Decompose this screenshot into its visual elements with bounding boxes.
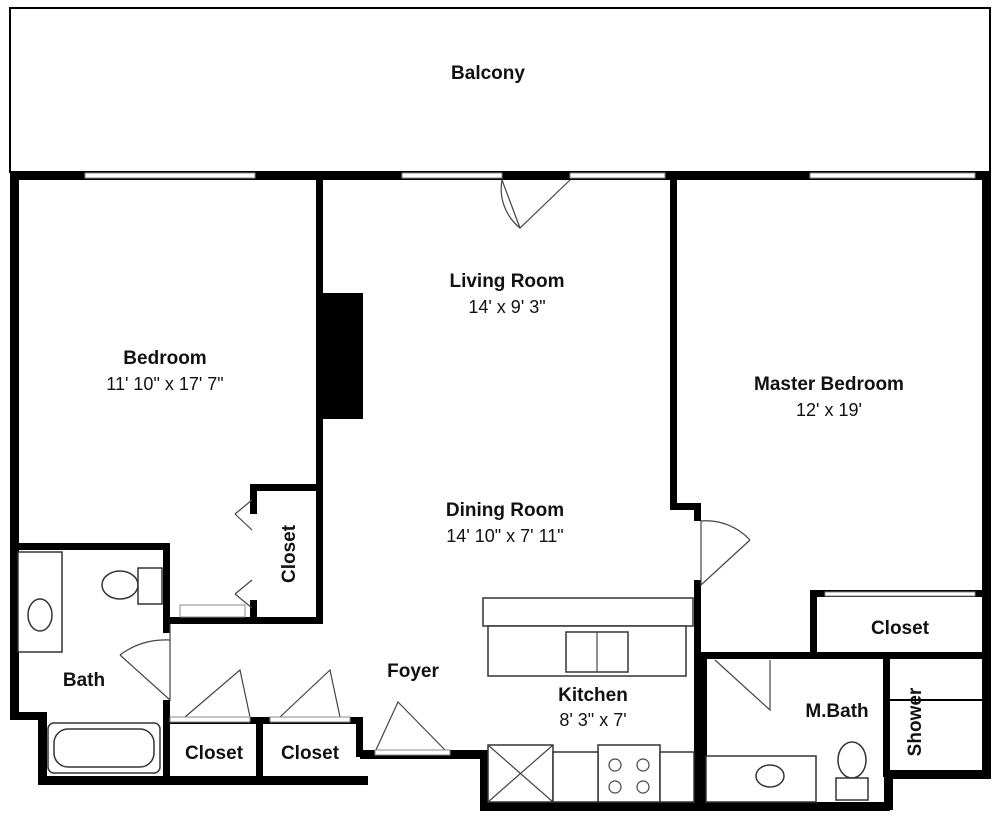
stove	[597, 744, 661, 803]
balcony-label: Balcony	[451, 63, 525, 84]
hall-closet-1-label: Closet	[185, 743, 244, 764]
mbath-sink-icon	[755, 764, 785, 788]
bedroom-label: Bedroom	[123, 348, 206, 369]
dining-room-label: Dining Room	[446, 500, 564, 521]
living-room-label: Living Room	[449, 271, 564, 292]
bedroom-closet-label: Closet	[279, 524, 300, 583]
interior-walls	[10, 178, 990, 808]
hall-closet-2-label: Closet	[281, 743, 340, 764]
foyer-label: Foyer	[387, 661, 439, 682]
windows	[84, 172, 976, 179]
balcony-outline	[9, 7, 991, 173]
master-closet-label: Closet	[871, 618, 930, 639]
kitchen-dims: 8' 3" x 7'	[559, 710, 626, 730]
living-room-dims: 14' x 9' 3"	[468, 297, 545, 317]
toilet-icon	[101, 570, 139, 600]
kitchen-label: Kitchen	[558, 685, 628, 706]
door-swings	[119, 179, 976, 756]
mbath-toilet-icon	[837, 741, 867, 779]
fireplace	[316, 293, 363, 419]
bath-label: Bath	[63, 670, 105, 691]
master-bedroom-dims: 12' x 19'	[796, 400, 862, 420]
mbath-label: M.Bath	[805, 701, 868, 722]
bedroom-dims: 11' 10" x 17' 7"	[106, 374, 223, 394]
dining-room-dims: 14' 10" x 7' 11"	[446, 526, 563, 546]
shower-label: Shower	[905, 687, 926, 756]
bath-fixtures	[17, 551, 983, 803]
kitchen-fixtures	[482, 597, 695, 803]
master-bedroom-label: Master Bedroom	[754, 374, 904, 395]
sink-icon	[27, 598, 53, 632]
